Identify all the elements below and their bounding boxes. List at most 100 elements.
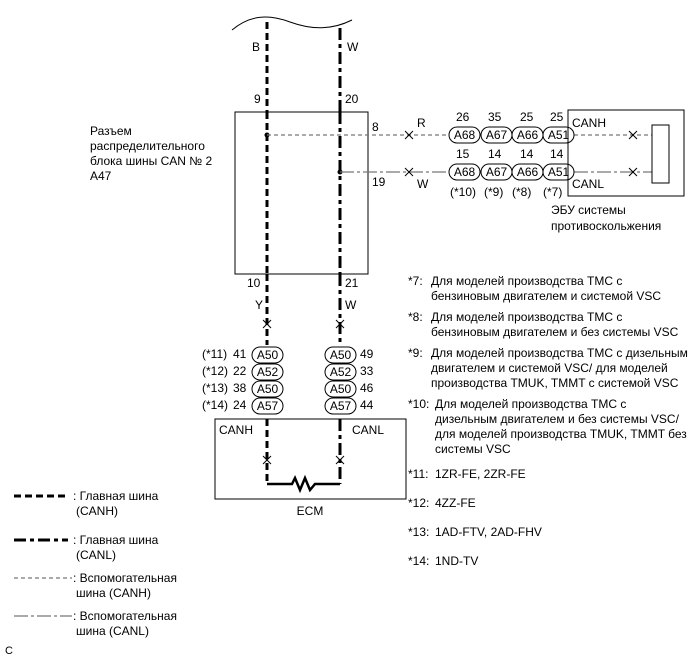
vsc-canh-label: CANH [572,116,606,130]
connector-a51-canl [542,163,575,181]
ecm-connector-row-14: (*14) 24 A57 A57 44 [202,397,374,415]
x-mark-main-canh [262,319,272,329]
connector-a51-canh [542,126,575,144]
variant-14: (*14) [202,398,228,412]
ecm-connector-row-12: (*12) 22 A52 A52 33 [202,363,374,381]
connector-a50-canl [324,346,357,364]
footer-code: C [5,645,13,657]
connector-name-a50-canl: A50 [330,348,352,362]
ecm-label: ECM [297,504,324,518]
x-mark-ecm-canl [335,455,345,465]
variant-10: (*10) [450,185,476,199]
pin-a67-canh: 35 [488,110,502,124]
note-tag: *9: [408,346,423,360]
vsc-canl-label: CANL [572,177,604,191]
vsc-ecu-box [567,109,685,197]
connector-name-a57-canl: A57 [330,399,352,413]
wire-color-w-bottom: W [345,298,357,312]
note-12: *12: 4ZZ-FE [408,496,688,511]
junction-label: Разъем распределительного блока шины CAN… [90,124,215,183]
connector-a57-canh [251,397,284,415]
variant-8: (*8) [512,185,531,199]
note-text: Для моделей производства TMC с дизельным… [435,397,687,456]
variant-13: (*13) [202,381,228,395]
wire-color-r: R [417,116,426,130]
ecm-canl-label: CANL [352,423,384,437]
note-tag: *12: [408,496,430,510]
note-tag: *14: [408,554,430,568]
note-tag: *10: [408,397,430,411]
connector-name-a51: A51 [548,128,570,142]
note-text: 1ZR-FE, 2ZR-FE [435,467,526,481]
ecm-pin-24: 24 [233,398,247,412]
connector-a50-canh [251,346,284,364]
pin-10: 10 [247,276,261,290]
x-mark-canh-left [404,130,414,140]
pin-19: 19 [372,175,386,189]
connector-a50-canl-13 [324,380,357,398]
x-mark-canl-left [404,167,414,177]
variant-9: (*9) [484,185,503,199]
wire-color-b: B [252,40,260,54]
x-mark-canh-right [628,130,638,140]
note-13: *13: 1AD-FTV, 2AD-FHV [408,525,688,540]
pin-a68-canl: 15 [456,147,470,161]
x-mark-main-canl [335,319,345,329]
connector-a50-canh-13 [251,380,284,398]
connector-name-a67-canl: A67 [486,165,508,179]
ecm-pin-38: 38 [233,381,247,395]
legend-text-main-canl: : Главная шина (CANL) [73,533,162,562]
connector-name-a68-canl: A68 [454,165,476,179]
note-11: *11: 1ZR-FE, 2ZR-FE [408,467,688,482]
connector-name-a67: A67 [486,128,508,142]
connector-a52-canl [324,363,357,381]
ecm-connector-row-13: (*13) 38 A50 A50 46 [202,380,374,398]
ecm-connector-row-11: (*11) 41 A50 A50 49 [202,346,374,364]
legend-text-sub-canl: : Вспомогательная шина (CANL) [73,609,180,638]
pin-a51-canh: 25 [550,110,564,124]
connector-a57-canl [324,397,357,415]
variant-7: (*7) [543,185,562,199]
ecm-canh-label: CANH [219,423,253,437]
note-tag: *11: [408,467,429,481]
ecm-pin-46: 46 [360,381,374,395]
ecm-pin-33: 33 [360,364,374,378]
ecm-pin-41: 41 [233,347,247,361]
ecm-pin-49: 49 [360,347,374,361]
connector-name-a66: A66 [517,128,539,142]
x-mark-ecm-canh [262,455,272,465]
connector-name-a57-canh: A57 [257,399,279,413]
connector-name-a68: A68 [454,128,476,142]
note-7: *7:Для моделей производства TMC с бензин… [408,274,688,304]
legend-text-main-canh: : Главная шина (CANH) [73,489,162,518]
note-text: Для моделей производства TMC с бензиновы… [431,274,662,303]
note-8: *8: Для моделей производства TMC с бензин… [408,310,688,340]
note-text: Для моделей производства TMC с бензиновы… [431,310,679,339]
variant-12: (*12) [202,364,228,378]
pin-8: 8 [372,120,379,134]
connector-name-a52-canh: A52 [257,365,279,379]
wire-color-y: Y [255,298,263,312]
note-text: 4ZZ-FE [435,496,476,510]
pin-a66-canl: 14 [520,147,534,161]
connector-a52-canh [251,363,284,381]
pin-9: 9 [254,92,261,106]
connector-name-a51-canl: A51 [548,165,570,179]
note-9: *9:Для моделей производства TMC с дизель… [408,346,688,391]
connector-name-a50-canh: A50 [257,348,279,362]
connector-name-a50-canl-13: A50 [330,382,352,396]
wire-color-w-sub: W [417,177,429,191]
ecm-pin-22: 22 [233,364,247,378]
note-text: 1ND-TV [435,554,479,568]
notes-list: *7:Для моделей производства TMC с бензин… [408,274,688,575]
ecm-termination-resistor [267,474,340,494]
pin-a68-canh: 26 [456,110,470,124]
note-tag: *13: [408,525,430,539]
note-text: 1AD-FTV, 2AD-FHV [435,525,542,539]
vsc-ecu-label: ЭБУ системы противоскольжения [551,203,661,233]
variant-11: (*11) [202,347,227,361]
pin-20: 20 [345,92,359,106]
ecm-pin-44: 44 [360,398,374,412]
note-tag: *8: [408,310,423,324]
